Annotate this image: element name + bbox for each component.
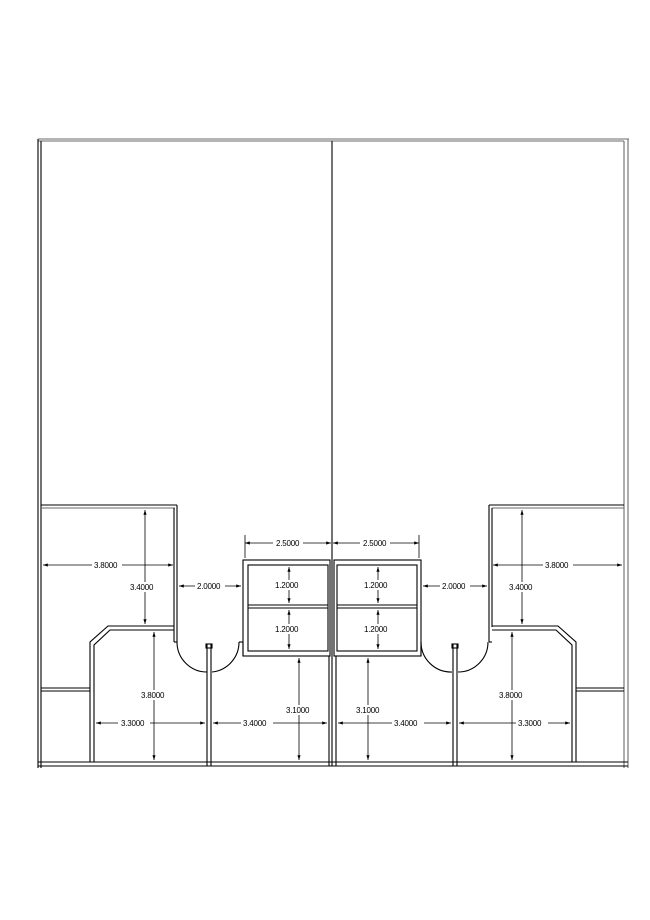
svg-text:2.0000: 2.0000 [197, 582, 221, 591]
svg-text:3.4000: 3.4000 [509, 583, 533, 592]
svg-text:1.2000: 1.2000 [364, 581, 388, 590]
svg-text:3.8000: 3.8000 [545, 561, 569, 570]
left-door [176, 641, 243, 766]
dim-right-gap: 2.0000 [423, 581, 487, 591]
svg-text:3.3000: 3.3000 [121, 719, 145, 728]
svg-text:2.5000: 2.5000 [276, 539, 300, 548]
dim-left-center-height: 3.1000 [284, 658, 314, 760]
dim-center-cells: 1.2000 1.2000 1.2000 1.2000 [274, 567, 393, 649]
svg-text:3.8000: 3.8000 [499, 691, 523, 700]
svg-text:1.2000: 1.2000 [275, 625, 299, 634]
right-upper-room [488, 504, 624, 762]
svg-text:2.0000: 2.0000 [442, 582, 466, 591]
dim-right-center-width: 3.4000 [338, 718, 451, 728]
dim-left-lower-height: 3.8000 [139, 632, 169, 760]
dim-left-center-width: 3.4000 [213, 718, 327, 728]
dim-left-lower-width: 3.3000 [96, 718, 205, 728]
outer-walls [37, 138, 629, 768]
dim-left-upper-height: 3.4000 [129, 509, 159, 624]
dim-right-center-height: 3.1000 [354, 658, 384, 760]
svg-text:3.4000: 3.4000 [394, 719, 418, 728]
svg-text:1.2000: 1.2000 [275, 581, 299, 590]
svg-text:1.2000: 1.2000 [364, 625, 388, 634]
center-right-block [333, 559, 422, 657]
dim-right-lower-width: 3.3000 [459, 718, 570, 728]
svg-text:2.5000: 2.5000 [363, 539, 387, 548]
left-upper-room [41, 504, 178, 762]
right-door [420, 641, 489, 766]
svg-text:3.8000: 3.8000 [94, 561, 118, 570]
svg-text:3.4000: 3.4000 [243, 719, 267, 728]
dim-left-upper-width: 3.8000 [43, 560, 173, 570]
svg-text:3.4000: 3.4000 [130, 583, 154, 592]
center-left-block [242, 559, 331, 657]
dim-right-upper-width: 3.8000 [493, 560, 622, 570]
dim-left-gap: 2.0000 [179, 581, 241, 591]
svg-text:3.8000: 3.8000 [141, 691, 165, 700]
svg-text:3.1000: 3.1000 [356, 706, 380, 715]
dim-right-upper-height: 3.4000 [508, 509, 538, 624]
dim-right-lower-height: 3.8000 [497, 632, 527, 760]
svg-text:3.1000: 3.1000 [286, 706, 310, 715]
dim-center-widths: 2.5000 2.5000 [244, 535, 420, 558]
svg-text:3.3000: 3.3000 [518, 719, 542, 728]
